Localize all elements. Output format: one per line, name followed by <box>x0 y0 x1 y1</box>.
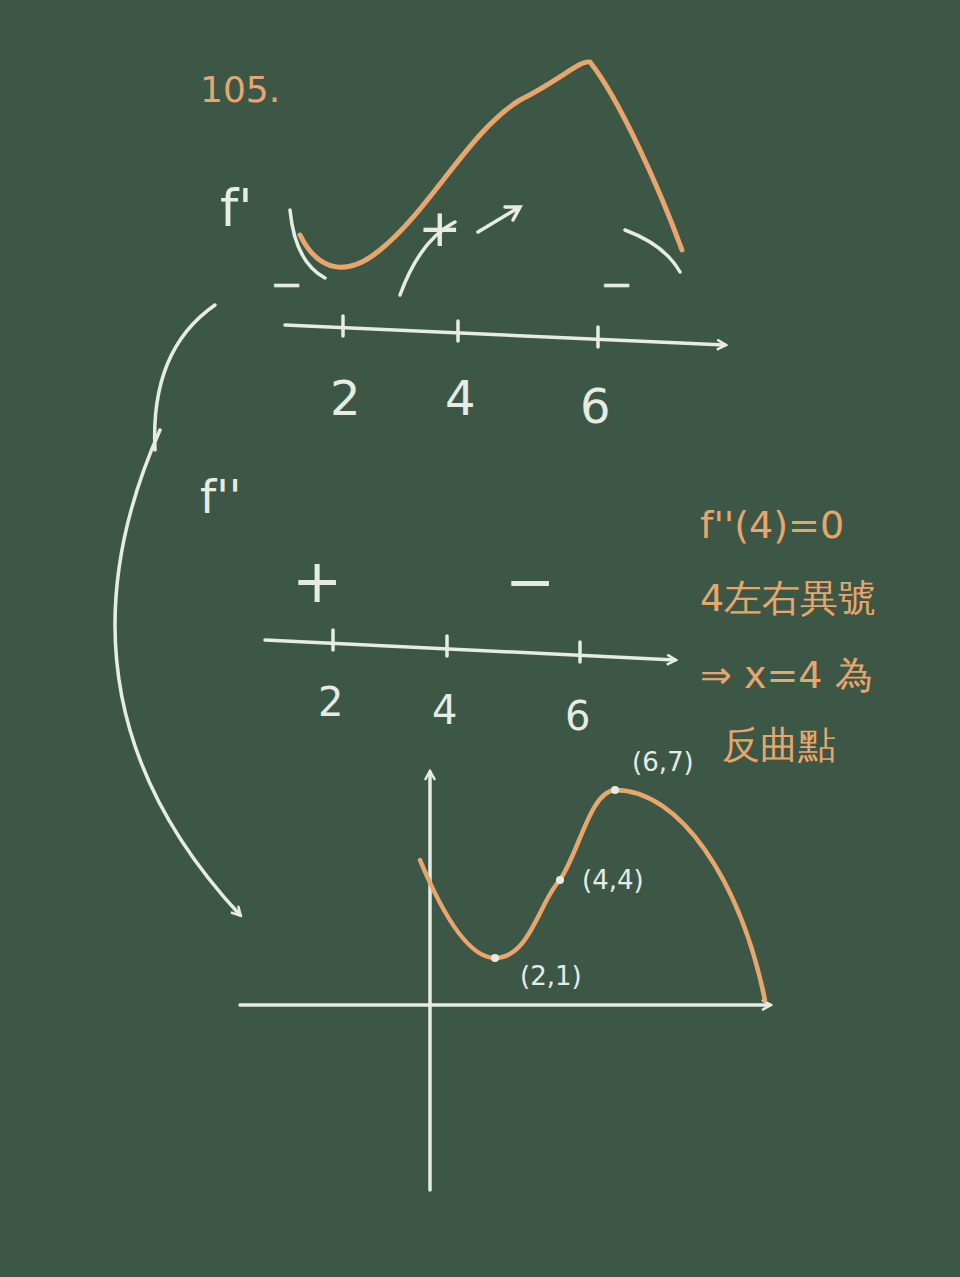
note: 4左右異號 <box>700 578 876 620</box>
point-label: (4,4) <box>582 866 644 895</box>
increase-arrow <box>478 207 520 232</box>
tick-marks <box>333 630 580 662</box>
derivative-curve <box>300 62 682 267</box>
x-axis <box>285 325 725 345</box>
function-curve <box>420 790 765 1000</box>
note: ⇒ x=4 為 <box>700 655 873 697</box>
axis-number: 6 <box>565 694 590 738</box>
note: f''(4)=0 <box>700 505 844 547</box>
sign: + <box>418 200 462 257</box>
axis-number: 4 <box>445 372 476 425</box>
x-axis <box>265 640 675 660</box>
x-axis <box>240 1003 770 1007</box>
point-dot <box>491 954 499 962</box>
axis-number: 2 <box>330 372 361 425</box>
note: 反曲點 <box>722 725 836 767</box>
axis-number: 6 <box>580 380 611 433</box>
problem-number: 105. <box>200 70 280 110</box>
axis-number: 2 <box>318 680 343 724</box>
point-dot <box>556 876 564 884</box>
tick-marks <box>343 316 598 347</box>
sign: − <box>270 262 304 306</box>
point-label: (6,7) <box>632 748 694 777</box>
point-label: (2,1) <box>520 962 582 991</box>
sign: − <box>505 548 555 614</box>
y-axis <box>428 772 432 1190</box>
point-dot <box>611 786 619 794</box>
axis-number: 4 <box>432 688 457 732</box>
function-name: f' <box>220 180 253 237</box>
sign: + <box>292 548 342 614</box>
bracket <box>155 305 215 450</box>
sign: − <box>600 262 634 306</box>
function-name: f'' <box>200 472 242 523</box>
